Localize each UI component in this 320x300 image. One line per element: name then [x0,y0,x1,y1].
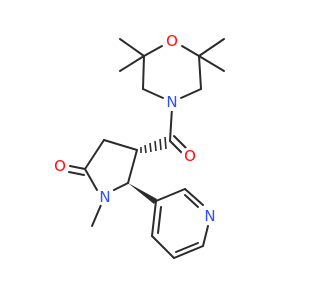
molecule-structure: O N O O N N [51,32,225,259]
svg-text:N: N [99,188,110,206]
bond-py-double-2 [175,242,199,253]
bond-py-c5-c4 [151,235,175,259]
bold-wedge-bond [128,183,157,204]
bond-py-n-c6 [202,225,209,247]
bond-c2r-o3-b [68,171,85,176]
molecule-canvas: O N O O N N [51,32,225,259]
bond-c2r-o3-a [69,165,86,170]
bond-camide-o2-b [173,135,187,149]
bond-o1-c6 [181,45,200,57]
bond-py-c3-c2 [155,188,186,202]
bond-py-c4-c3 [151,200,157,237]
atom-o1: O [163,32,181,50]
bond-c4-c3r [103,139,138,151]
bond-c6-c5 [198,55,202,90]
bond-py-double-3 [157,206,162,234]
bond-c2-o1 [143,45,163,57]
svg-text:N: N [166,93,177,111]
bond-py-c6-c5 [173,245,204,259]
svg-text:N: N [204,207,215,225]
bond-n2-c5r [113,182,129,191]
svg-text:O: O [54,157,66,175]
bond-c5r-c4 [127,149,138,184]
bond-n1-c3 [142,88,164,99]
atom-o3: O [51,157,69,175]
bond-py-c2-n [184,188,204,206]
bond-c3-c2 [142,55,145,90]
bond-c6-me-b [198,55,225,72]
bond-c3r-c2r [84,139,105,170]
bond-c6-me-a [198,38,225,57]
bond-c5-n1 [180,88,202,99]
atom-n2: N [96,188,114,206]
svg-text:O: O [184,147,196,165]
atom-n3: N [201,207,219,225]
bond-c2r-n2 [84,168,98,191]
atom-o2: O [181,147,199,165]
svg-text:O: O [166,32,178,50]
atom-n1: N [163,93,181,111]
bond-n1-camide [169,107,173,142]
bond-py-double-1 [184,194,199,208]
hashed-wedge-bond [140,136,167,154]
bond-n2-methyl [91,204,102,227]
bond-camide-o2-a [169,140,183,154]
bond-c2-me-b [119,55,145,72]
bond-c2-me-a [119,38,145,57]
